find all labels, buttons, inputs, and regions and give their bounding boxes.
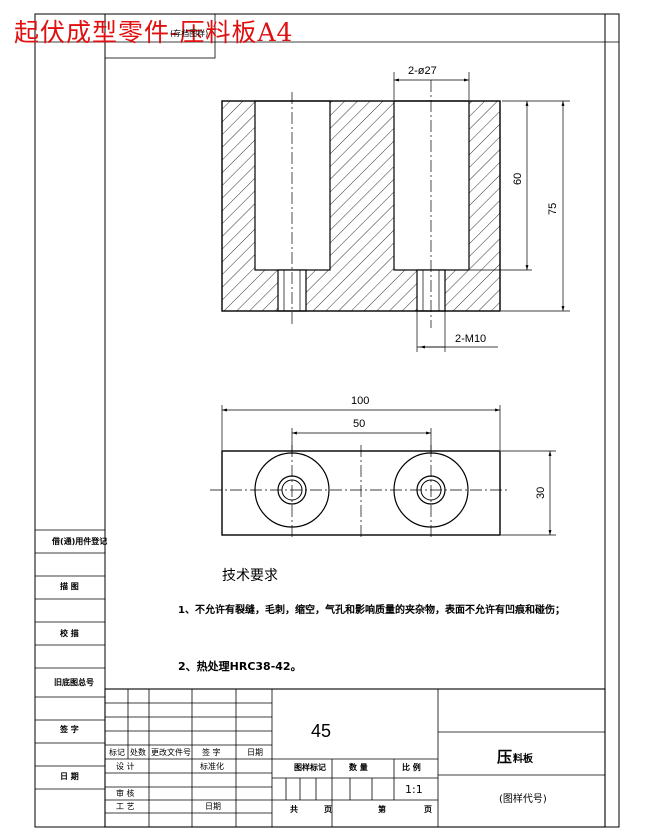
role-process: 工 艺 xyxy=(116,802,135,811)
stage-mark-label: 图样标记 xyxy=(294,763,326,772)
sheet-total-label: 共 xyxy=(290,805,298,814)
title-block xyxy=(104,688,606,828)
plan-view xyxy=(210,445,510,540)
side-strip xyxy=(35,529,105,790)
part-name-rest: 料板 xyxy=(513,754,533,765)
dim-thread: 2-M10 xyxy=(455,333,487,345)
dim-hole-diameter: 2-ø27 xyxy=(408,65,437,77)
role-design: 设 计 xyxy=(116,762,135,771)
hdr-date: 日期 xyxy=(247,748,263,757)
drawing-title-banner: 起伏成型零件-压料板A4 xyxy=(14,18,294,47)
part-name-first-char: 压 xyxy=(497,748,513,766)
role-date: 日期 xyxy=(205,802,221,811)
quantity-label: 数 量 xyxy=(349,763,368,772)
scale-value: 1:1 xyxy=(405,783,423,796)
tech-requirement-1: 1、不允许有裂缝，毛刺，缩空，气孔和影响质量的夹杂物，表面不允许有凹痕和碰伤； xyxy=(178,605,565,616)
tech-requirements-heading: 技术要求 xyxy=(222,568,278,584)
dim-height-75: 75 xyxy=(547,202,559,215)
tech-requirement-2: 2、热处理HRC38-42。 xyxy=(178,660,302,673)
dim-length-100: 100 xyxy=(351,395,370,407)
side-label-tracing: 描 图 xyxy=(60,582,79,591)
hdr-mark: 标记 xyxy=(109,748,125,757)
plan-dimensions xyxy=(221,405,556,536)
section-view xyxy=(221,80,501,328)
drawing-code: (图样代号) xyxy=(499,794,547,805)
archive-stamp-label: (存档图样) xyxy=(170,29,209,38)
dim-pitch-50: 50 xyxy=(353,418,366,430)
side-label-date: 日 期 xyxy=(60,772,79,781)
dim-width-30: 30 xyxy=(535,486,547,499)
hdr-count: 处数 xyxy=(130,748,146,757)
role-standardization: 标准化 xyxy=(200,762,224,771)
dim-depth-60: 60 xyxy=(512,172,524,185)
side-label-proofing: 校 描 xyxy=(60,629,79,638)
sheet-number-unit: 页 xyxy=(424,805,432,814)
sheet-total-unit: 页 xyxy=(324,805,332,814)
side-label-borrowed: 借(通)用件登记 xyxy=(52,537,108,546)
role-review: 审 核 xyxy=(116,789,135,798)
material-value: 45 xyxy=(311,721,332,741)
sheet-number-label: 第 xyxy=(378,805,386,814)
hdr-change-doc: 更改文件号 xyxy=(151,748,191,757)
scale-label: 比 例 xyxy=(402,763,421,772)
side-label-old-drawing: 旧底图总号 xyxy=(54,678,94,687)
section-dimensions xyxy=(393,72,570,352)
side-label-signature: 签 字 xyxy=(60,725,79,734)
hdr-sign: 签 字 xyxy=(202,748,221,757)
